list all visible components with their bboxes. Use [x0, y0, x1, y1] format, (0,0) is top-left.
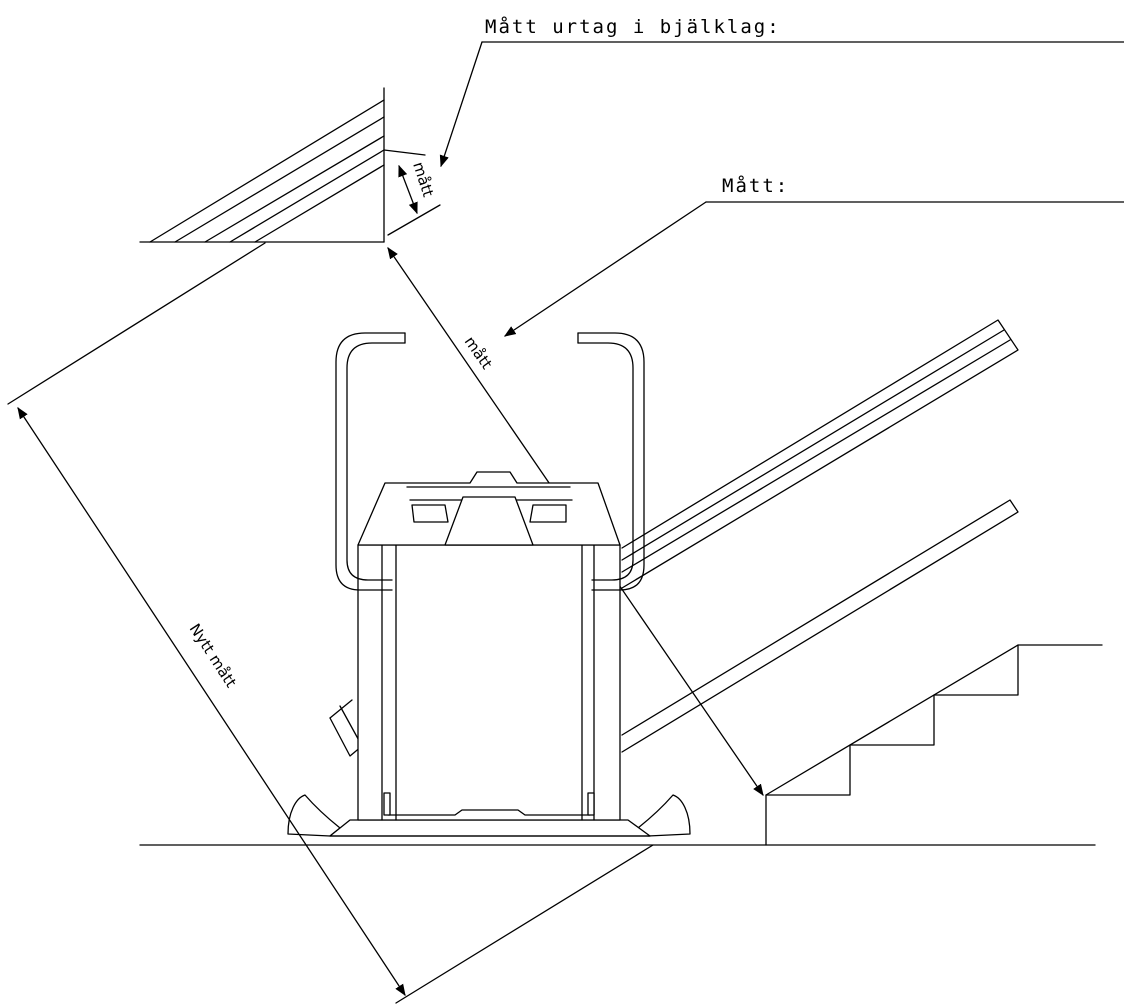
post-left	[383, 792, 391, 816]
handrail-right-outer	[577, 332, 645, 591]
slab-hatch-3	[204, 135, 385, 243]
dim-slab-text: mått	[409, 160, 437, 200]
upper-floor-slab	[139, 87, 441, 243]
post-right	[587, 792, 595, 816]
dim-new-text: Nytt mått	[186, 620, 240, 690]
dim-new-ext-top	[7, 242, 266, 405]
rail-lower	[621, 499, 1019, 753]
top-panel-left	[411, 504, 449, 523]
slab-ext-line-2	[387, 204, 441, 236]
rail-upper	[329, 319, 1019, 757]
slab-hatch-4	[229, 149, 385, 243]
slab-hatch-2	[174, 116, 385, 243]
rail-upper-line-2	[621, 339, 1011, 573]
stair-nosing-line	[765, 644, 1019, 796]
rail-lower-outline	[621, 499, 1019, 753]
handrail-right-inner	[577, 342, 634, 581]
leader-floor-opening: Mått urtag i bjälklag:	[439, 15, 1124, 168]
stair-steps	[765, 644, 1103, 846]
dim-new-line	[17, 407, 406, 996]
staircase	[765, 644, 1103, 846]
slab-hatch-5	[254, 164, 385, 243]
rail-upper-outline	[621, 319, 1019, 589]
floor-plate	[387, 809, 591, 816]
leader-floor-opening-text: Mått urtag i bjälklag:	[485, 15, 781, 38]
leader-measure-arrow	[504, 201, 707, 337]
dimension-slab-thickness: mått	[398, 160, 437, 215]
dim-diagonal-text: mått	[461, 333, 496, 373]
slab-ext-line-1	[383, 149, 426, 156]
platform-lift	[287, 332, 691, 837]
leader-floor-opening-arrow	[439, 41, 483, 168]
leader-measure: Mått:	[504, 174, 1124, 337]
slab-hatch-1	[149, 99, 385, 243]
control-unit	[444, 496, 534, 546]
dim-slab-line	[398, 164, 418, 215]
body-outer	[357, 544, 621, 821]
leader-measure-text: Mått:	[722, 174, 789, 197]
rail-upper-line-1	[621, 329, 1005, 561]
top-panel-right	[529, 504, 567, 523]
dim-new-ext-bottom	[395, 844, 654, 1004]
base-plate	[329, 819, 651, 837]
ramp-right	[637, 794, 691, 837]
